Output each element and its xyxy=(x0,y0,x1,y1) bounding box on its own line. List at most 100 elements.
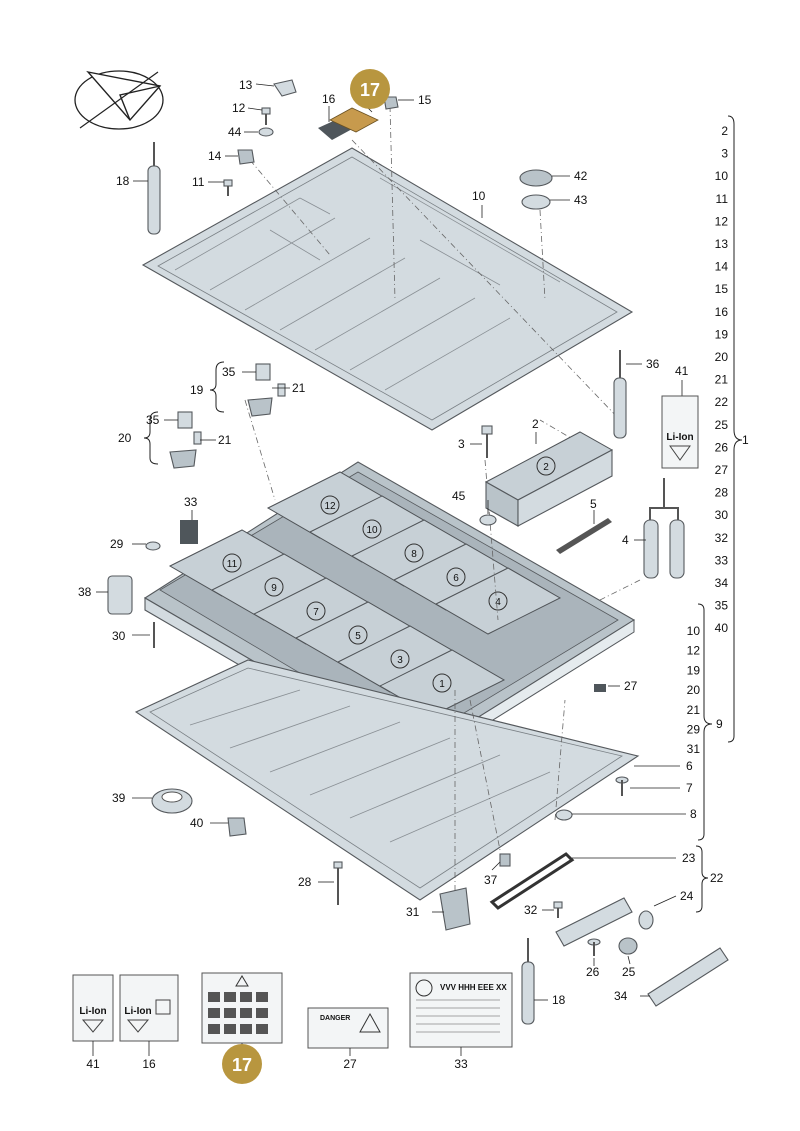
callout-30: 30 xyxy=(112,629,126,643)
bracket1-item: 22 xyxy=(715,395,729,409)
bracket1-item: 34 xyxy=(715,576,729,590)
callout-34: 34 xyxy=(614,989,628,1003)
recycle-icon xyxy=(126,1019,150,1033)
battery-bottom-pan xyxy=(134,659,640,901)
module-number: 8 xyxy=(411,549,417,560)
bracket1-item: 10 xyxy=(715,169,729,183)
li-ion-text: Li-Ion xyxy=(666,432,693,443)
callout-32: 32 xyxy=(524,903,538,917)
washer-icon xyxy=(145,541,161,551)
bracket1-item: 3 xyxy=(721,147,728,161)
callout-4: 4 xyxy=(622,533,629,547)
battery-symbol-icon xyxy=(155,999,171,1015)
highlight-marker-bottom: 17 xyxy=(222,1044,262,1084)
callout-18b: 18 xyxy=(552,993,566,1007)
callout-3: 3 xyxy=(458,437,465,451)
label-card-16: Li-Ion 16 xyxy=(119,974,179,1071)
washer-icon xyxy=(258,127,274,137)
module-number: 3 xyxy=(397,655,403,666)
callout-2: 2 xyxy=(532,417,539,431)
callout-35a: 35 xyxy=(222,365,236,379)
callout-33: 33 xyxy=(184,495,198,509)
bracket1-item: 26 xyxy=(715,440,729,454)
connector-block-icon xyxy=(555,897,633,947)
callout-6: 6 xyxy=(686,759,693,773)
callout-25: 25 xyxy=(622,965,636,979)
callout-41: 41 xyxy=(675,364,689,378)
callout-33-bottom: 33 xyxy=(454,1057,468,1071)
washer-icon xyxy=(479,514,497,526)
bracket1-item: 21 xyxy=(715,373,729,387)
callout-29: 29 xyxy=(110,537,124,551)
callout-15: 15 xyxy=(418,93,432,107)
battery-top-cover xyxy=(141,147,634,431)
callout-43: 43 xyxy=(574,193,588,207)
callout-38: 38 xyxy=(78,585,92,599)
li-ion-text: Li-Ion xyxy=(124,1006,151,1017)
callout-14: 14 xyxy=(208,149,222,163)
bracket1-item: 28 xyxy=(715,486,729,500)
bracket1-item: 19 xyxy=(715,327,729,341)
connector-icon xyxy=(247,397,273,417)
probe-tool-icon xyxy=(521,938,535,1025)
bracket1-item: 27 xyxy=(715,463,729,477)
bracket9-item: 31 xyxy=(687,742,701,756)
probe-tool-icon xyxy=(613,350,627,439)
bracket-assembly-22 xyxy=(695,845,709,913)
bracket9-item: 20 xyxy=(687,683,701,697)
callout-31: 31 xyxy=(406,905,420,919)
bracket-assembly-1 xyxy=(727,115,743,743)
bracket-assembly-20 xyxy=(143,411,159,465)
li-ion-text: Li-Ion xyxy=(79,1006,106,1017)
li-ion-label-41: Li-Ion xyxy=(661,395,699,469)
connector-icon xyxy=(255,363,271,381)
callout-42: 42 xyxy=(574,169,588,183)
module-number: 1 xyxy=(439,679,445,690)
bracket1-item: 30 xyxy=(715,508,729,522)
callout-36: 36 xyxy=(646,357,660,371)
nut-icon xyxy=(383,96,399,110)
callout-22: 22 xyxy=(710,871,724,885)
screw-icon xyxy=(587,938,601,956)
callout-41-bottom: 41 xyxy=(86,1057,100,1071)
connector-icon xyxy=(177,411,193,429)
connector-bracket-icon xyxy=(439,887,471,931)
warning-label-plate-icon xyxy=(329,107,379,133)
connector-icon xyxy=(169,449,197,469)
vent-cap-icon xyxy=(519,169,553,187)
callout-assembly-1: 1 xyxy=(742,433,749,447)
callout-39: 39 xyxy=(112,791,126,805)
module-number: 7 xyxy=(313,607,319,618)
nut-icon xyxy=(237,149,255,165)
nut-icon xyxy=(227,817,247,837)
callout-40: 40 xyxy=(190,816,204,830)
bolt-icon xyxy=(481,425,493,458)
callout-27: 27 xyxy=(624,679,638,693)
bracket9-item: 12 xyxy=(687,644,701,658)
callout-16: 16 xyxy=(322,92,336,106)
bracket1-item: 15 xyxy=(715,282,729,296)
label-card-41: Li-Ion 41 xyxy=(72,974,114,1071)
clip-icon xyxy=(273,79,297,97)
callout-24: 24 xyxy=(680,889,694,903)
bracket1-item: 16 xyxy=(715,305,729,319)
bracket1-item: 20 xyxy=(715,350,729,364)
callout-37: 37 xyxy=(484,873,498,887)
bracket1-item: 12 xyxy=(715,214,729,228)
screw-icon xyxy=(615,776,629,796)
callout-28: 28 xyxy=(298,875,312,889)
callout-23: 23 xyxy=(682,851,696,865)
callout-7: 7 xyxy=(686,781,693,795)
screw-icon xyxy=(277,383,286,397)
screw-icon xyxy=(193,431,202,445)
callout-16-bottom: 16 xyxy=(142,1057,156,1071)
label-card-17-warnings xyxy=(201,972,283,1048)
callout-assembly-9: 9 xyxy=(716,717,723,731)
danger-text: DANGER xyxy=(320,1015,350,1022)
bracket1-item: 33 xyxy=(715,553,729,567)
screw-icon xyxy=(553,901,563,918)
dual-probe-tool-icon xyxy=(643,478,685,579)
bracket1-item: 2 xyxy=(721,124,728,138)
